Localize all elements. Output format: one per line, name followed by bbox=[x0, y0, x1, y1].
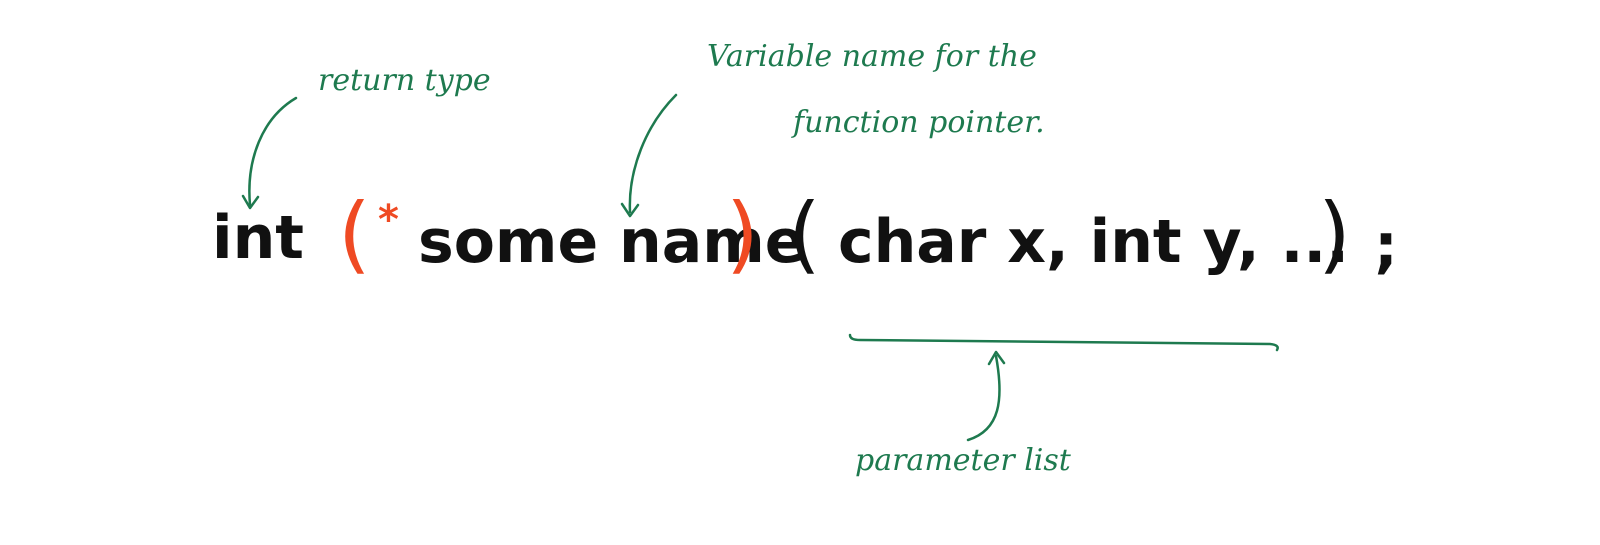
code-params-open-paren: ( bbox=[788, 185, 821, 283]
variable-name-label-line2: function pointer. bbox=[793, 105, 1045, 140]
return-type-arrowhead bbox=[241, 194, 260, 210]
return-type-label: return type bbox=[318, 63, 491, 98]
code-params-close-paren: ) bbox=[1318, 185, 1351, 283]
variable-name-arrowhead bbox=[620, 202, 640, 218]
return-type-arrow bbox=[248, 96, 298, 207]
code-close-paren-highlight: ) bbox=[726, 185, 759, 283]
variable-name-arrow bbox=[628, 93, 678, 214]
parameter-list-arrow bbox=[966, 354, 1001, 442]
code-parameter-list: char x, int y, ... bbox=[838, 207, 1349, 277]
code-pointer-star: * bbox=[378, 197, 399, 243]
code-return-type: int bbox=[212, 203, 304, 273]
parameter-list-label: parameter list bbox=[855, 443, 1071, 478]
parameter-list-arrowhead bbox=[987, 350, 1006, 366]
variable-name-label-line1: Variable name for the bbox=[707, 39, 1037, 74]
code-open-paren-highlight: ( bbox=[338, 185, 371, 283]
code-function-pointer-name: some name bbox=[418, 207, 806, 277]
parameter-list-underline bbox=[848, 333, 1279, 352]
code-semicolon: ; bbox=[1374, 211, 1398, 281]
